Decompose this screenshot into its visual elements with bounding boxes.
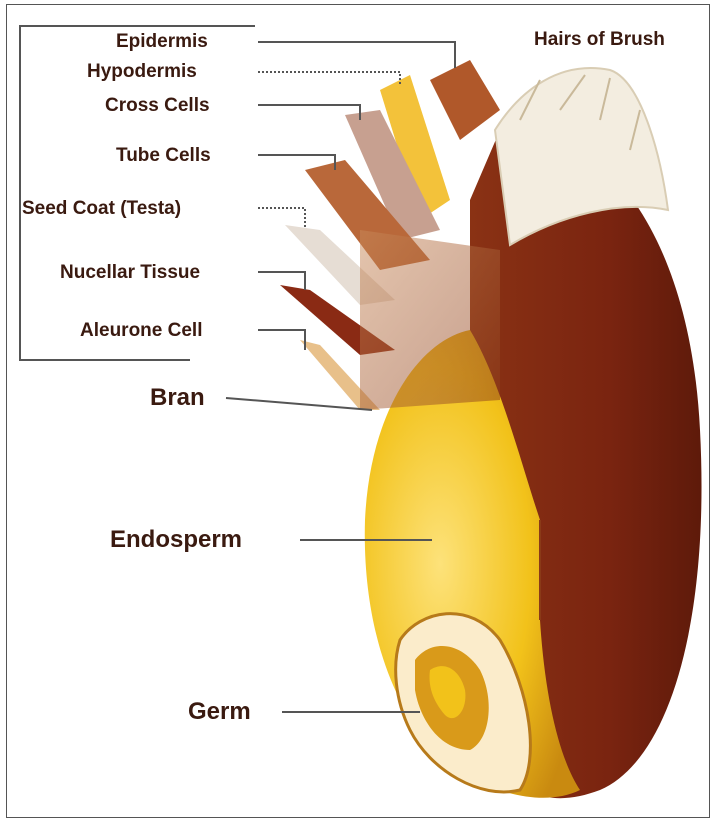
label-bran: Bran xyxy=(150,386,205,410)
label-endosperm: Endosperm xyxy=(110,528,242,552)
leader-seed-coat xyxy=(258,208,305,228)
leader-hypodermis xyxy=(258,72,400,85)
leader-nucellar xyxy=(258,272,305,290)
label-hairs-of-brush: Hairs of Brush xyxy=(534,30,665,49)
label-tube-cells: Tube Cells xyxy=(116,146,211,165)
layer-epidermis xyxy=(430,60,500,140)
leader-epidermis xyxy=(258,42,455,68)
label-cross-cells: Cross Cells xyxy=(105,96,210,115)
label-nucellar-tissue: Nucellar Tissue xyxy=(60,263,200,282)
label-germ: Germ xyxy=(188,700,251,724)
label-aleurone-cell: Aleurone Cell xyxy=(80,321,202,340)
leader-aleurone xyxy=(258,330,305,350)
leader-bran xyxy=(226,398,372,410)
label-hypodermis: Hypodermis xyxy=(87,62,197,81)
label-epidermis: Epidermis xyxy=(116,32,208,51)
label-seed-coat: Seed Coat (Testa) xyxy=(22,199,181,218)
leader-cross-cells xyxy=(258,105,360,120)
